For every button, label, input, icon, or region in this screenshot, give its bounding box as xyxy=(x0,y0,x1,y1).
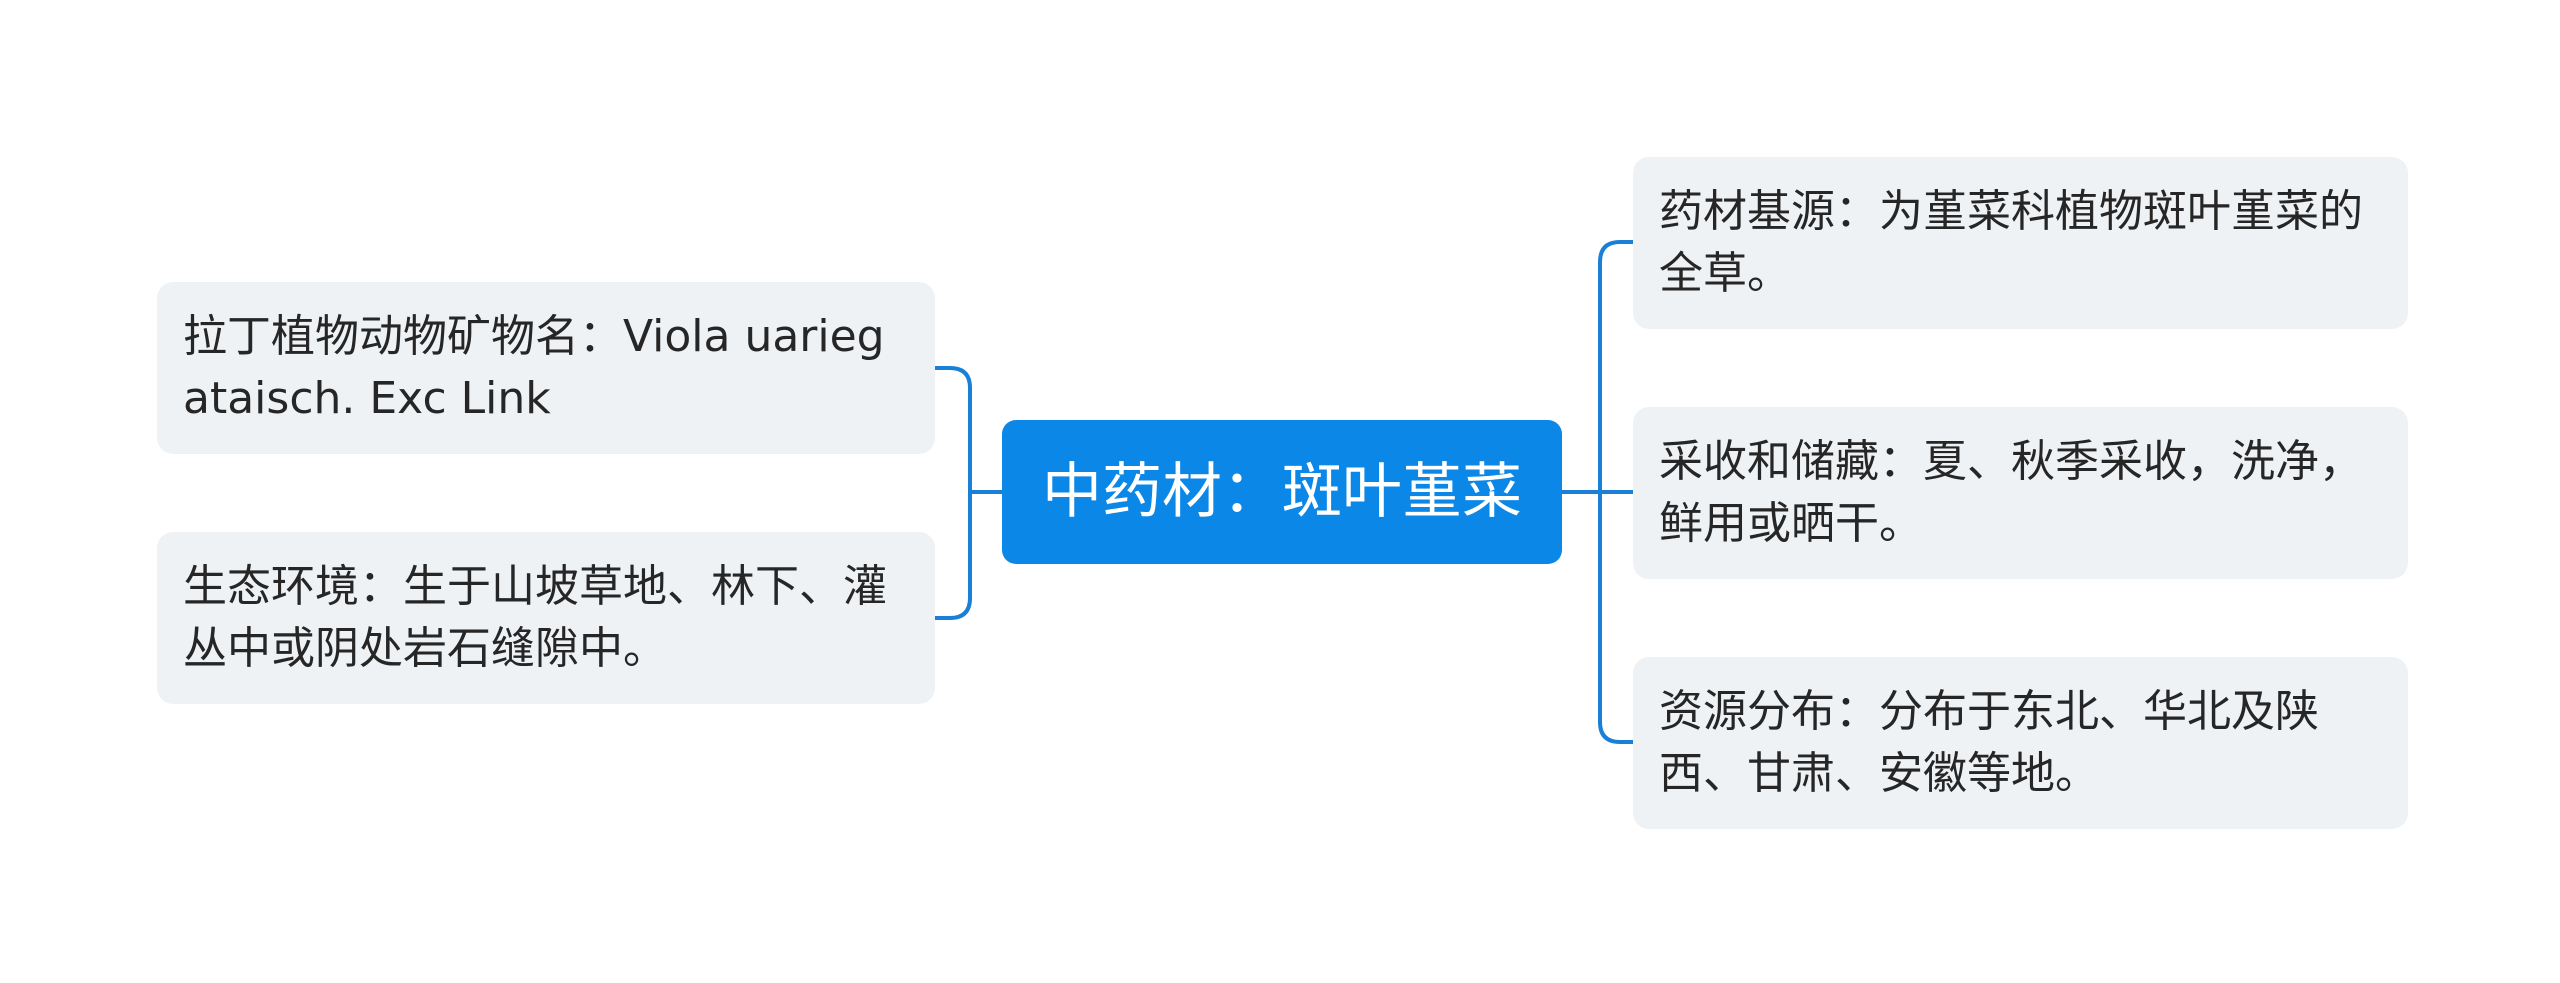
connector-right-1 xyxy=(1598,240,1635,494)
topic-distribution[interactable]: 资源分布：分布于东北、华北及陕西、甘肃、安徽等地。 xyxy=(1633,657,2408,829)
topic-harvest-storage[interactable]: 采收和储藏：夏、秋季采收，洗净，鲜用或晒干。 xyxy=(1633,407,2408,579)
topic-source[interactable]: 药材基源：为堇菜科植物斑叶堇菜的全草。 xyxy=(1633,157,2408,329)
topic-latin-name[interactable]: 拉丁植物动物矿物名：Viola uariegataisch. Exc Link xyxy=(157,282,935,454)
connector-left-1 xyxy=(933,366,972,494)
connector-left-2 xyxy=(933,490,972,620)
topic-habitat[interactable]: 生态环境：生于山坡草地、林下、灌丛中或阴处岩石缝隙中。 xyxy=(157,532,935,704)
connector-right-3 xyxy=(1598,490,1635,744)
central-topic[interactable]: 中药材：斑叶堇菜 xyxy=(1002,420,1562,564)
